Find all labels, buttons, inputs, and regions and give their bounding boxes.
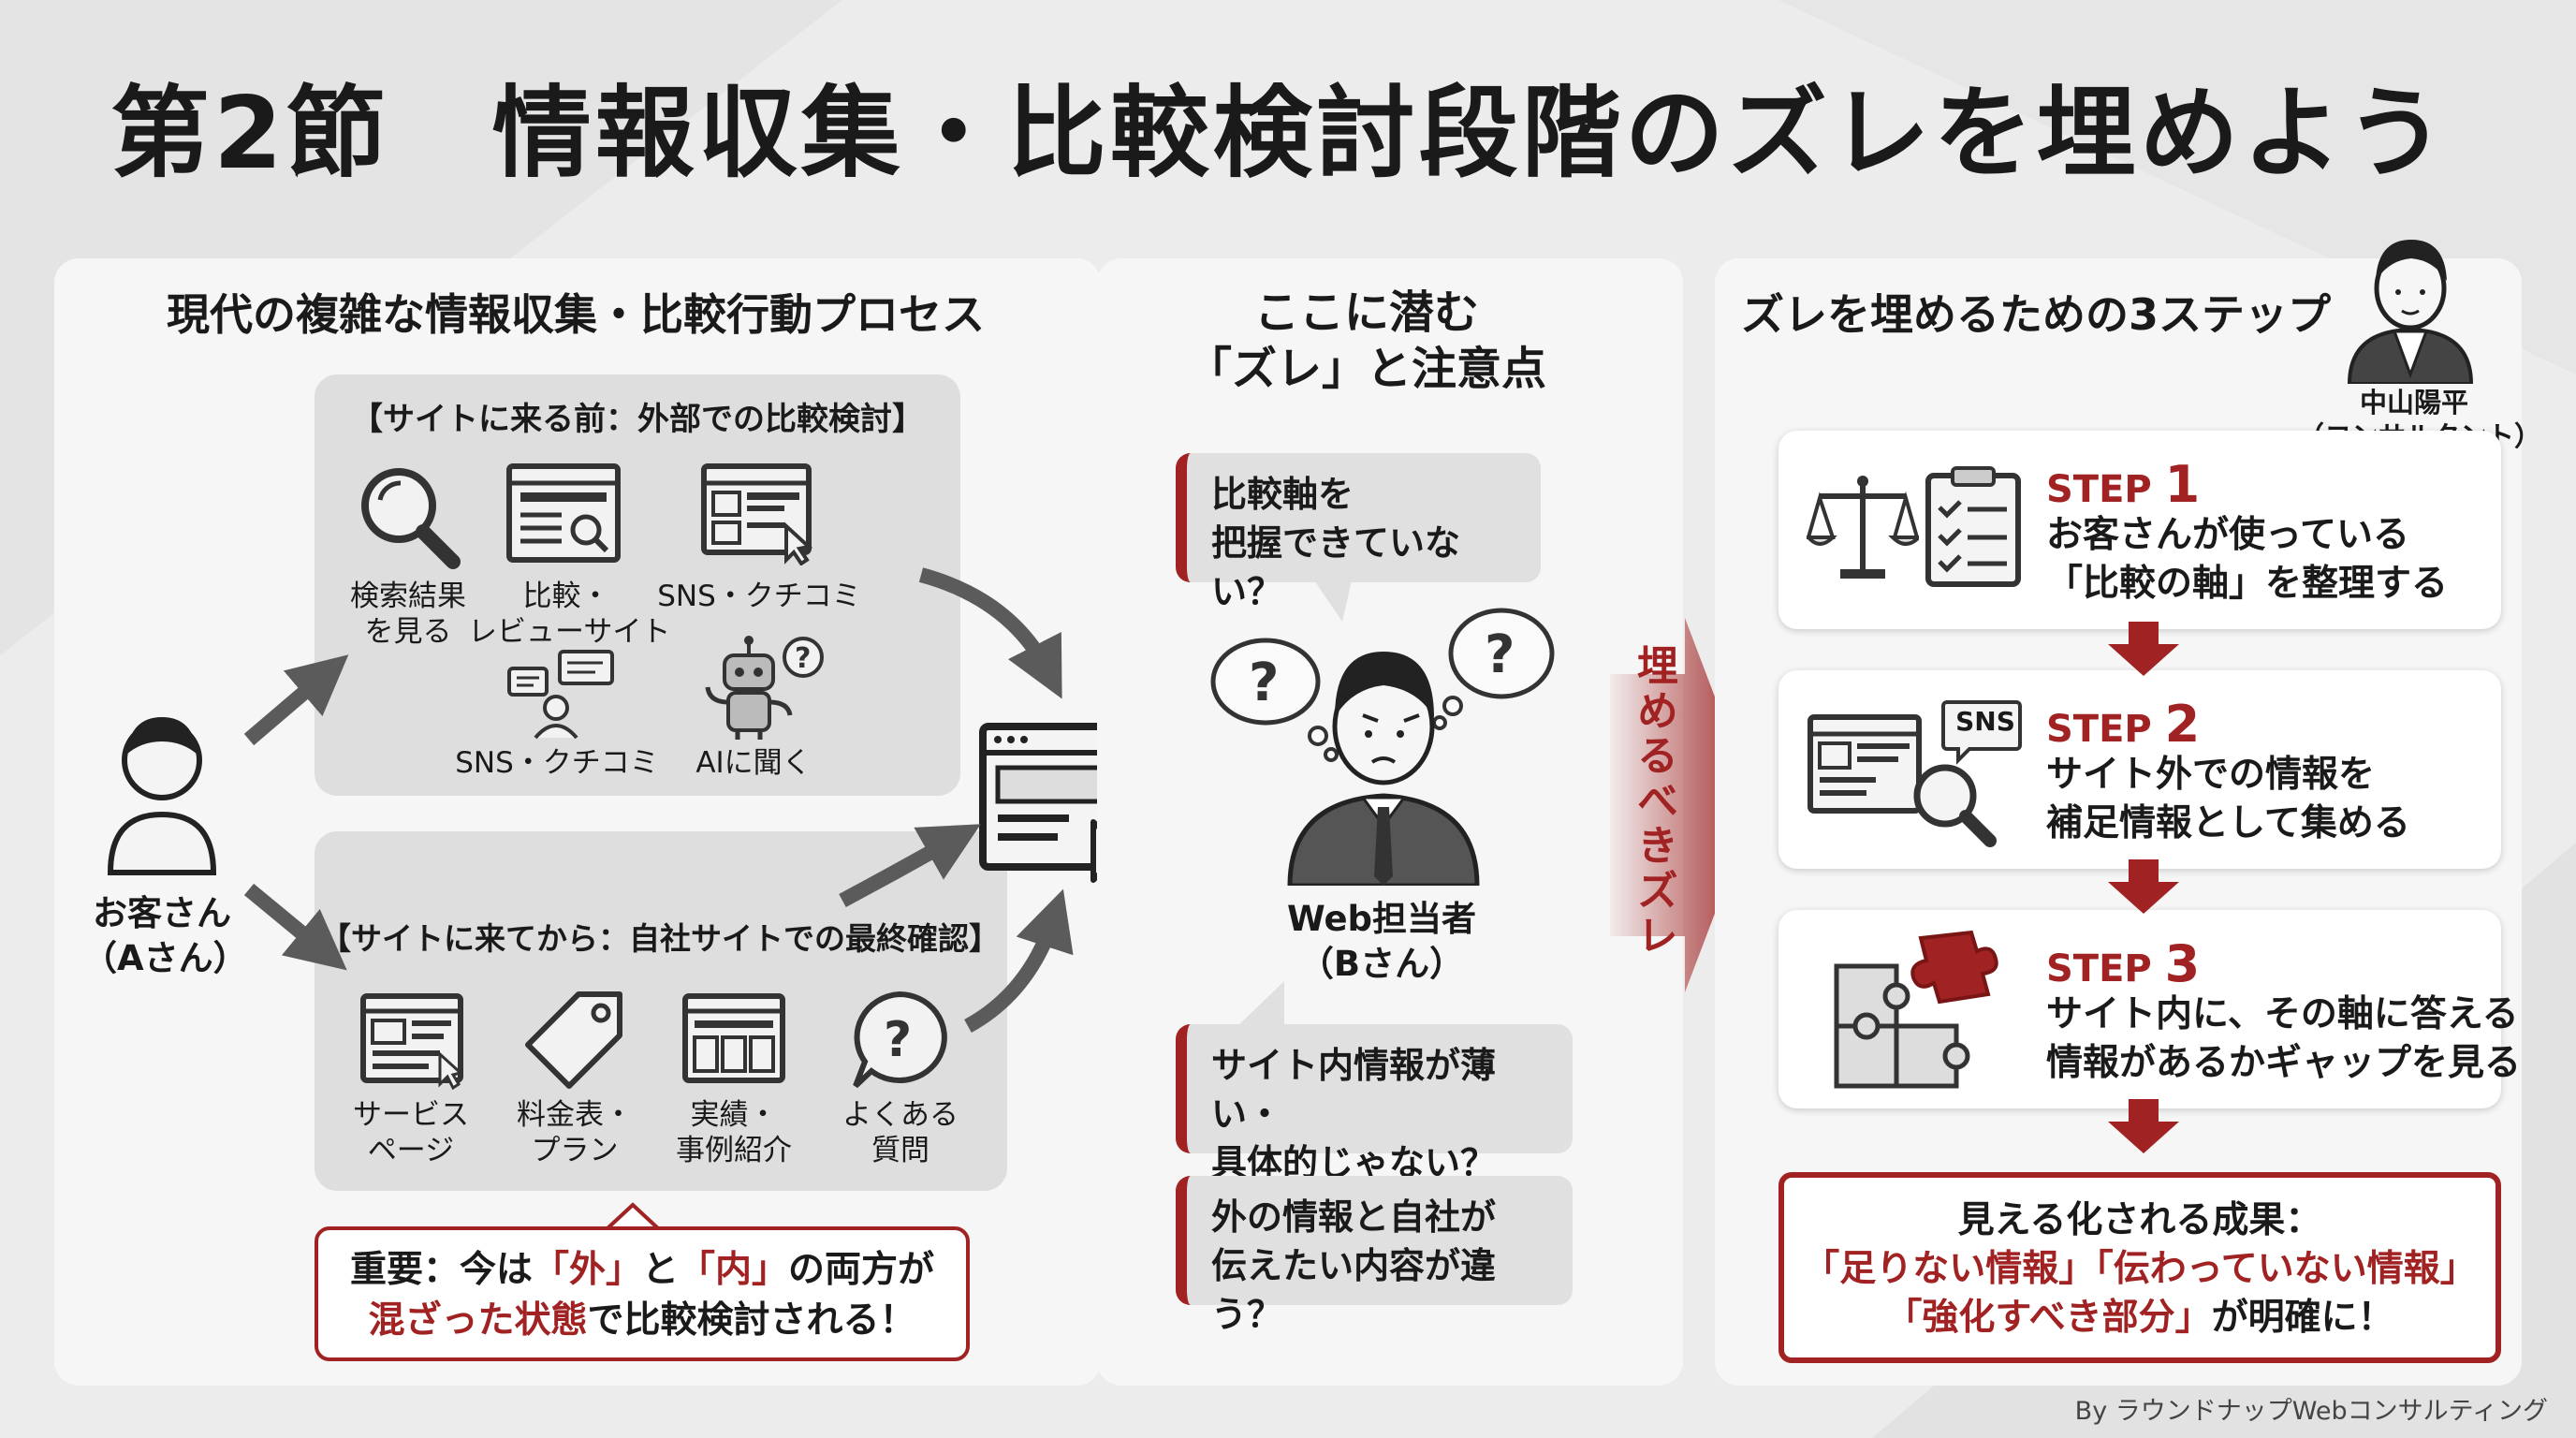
item-review-site: 比較・レビューサイト <box>468 580 671 649</box>
faq-icon: ? <box>853 990 947 1089</box>
step-3-card: STEP 3 サイト内に、その軸に答える情報があるかギャップを見る <box>1778 910 2521 1108</box>
puzzle-icon <box>1834 930 1998 1089</box>
important-note: 重要：今は「外」と「内」の両方が 混ざった状態で比較検討される！ <box>315 1226 970 1361</box>
speech-person-icon <box>507 650 614 740</box>
sns-badge: SNS <box>1955 706 2015 737</box>
item-faq: よくある質問 <box>842 1098 959 1167</box>
gap-arrow-label: 埋めるべきズレ <box>1630 644 1677 959</box>
svg-text:?: ? <box>1485 624 1515 685</box>
bubble-tail-mid <box>1237 981 1284 1026</box>
web-staff-person-icon: ? ? <box>1210 608 1555 886</box>
left-panel-title: 現代の複雑な情報収集・比較行動プロセス <box>167 289 985 340</box>
step-2-text: サイト外での情報を補足情報として集める <box>2046 754 2410 844</box>
svg-text:?: ? <box>795 642 811 675</box>
item-search-results: 検索結果を見る <box>350 580 466 649</box>
customer-label: お客さん（Aさん） <box>82 893 248 978</box>
flow-arrows <box>243 567 1074 1034</box>
service-page-icon <box>360 993 464 1090</box>
magnifier-icon <box>361 468 461 569</box>
step-1-label: STEP 1 <box>2046 455 2201 514</box>
item-service-page: サービスページ <box>353 1098 469 1167</box>
step-2-card: SNS STEP 2 サイト外での情報を補足情報として集める <box>1778 670 2501 869</box>
site-search-icon <box>1808 700 2022 847</box>
important-callout-pointer <box>605 1202 661 1230</box>
result-box: 見える化される成果： 「足りない情報」「伝わっていない情報」 「強化すべき部分」… <box>1778 1172 2501 1363</box>
right-panel-title: ズレを埋めるための3ステップ <box>1741 289 2332 340</box>
consultant-avatar <box>2347 240 2474 384</box>
gap-bubble-thin-content: サイト内情報が薄い・具体的じゃない？ <box>1176 1024 1573 1183</box>
page-title: 第2節 情報収集・比較検討段階のズレを埋めよう <box>110 76 2449 191</box>
svg-text:?: ? <box>1249 653 1279 713</box>
item-sns-reviews-2: SNS・クチコミ <box>455 746 659 780</box>
item-sns-reviews-1: SNS・クチコミ <box>657 580 861 613</box>
svg-text:?: ? <box>884 1012 912 1068</box>
bubble-tail-top <box>1314 580 1352 622</box>
step-3-label: STEP 3 <box>2046 934 2201 993</box>
after-site-header: 【サイトに来てから：自社サイトでの最終確認】 <box>320 920 1000 957</box>
review-site-icon <box>506 463 621 563</box>
item-case-study: 実績・事例紹介 <box>676 1098 792 1167</box>
robot-icon: ? <box>705 636 824 740</box>
gap-bubble-comparison-axis: 比較軸を把握できていない？ <box>1176 453 1541 612</box>
step-2-label: STEP 2 <box>2046 695 2201 754</box>
web-staff-label: Web担当者（Bさん） <box>1286 899 1477 984</box>
credit-text: By ラウンドナップWebコンサルティング <box>2074 1397 2548 1426</box>
customer-person-icon <box>107 717 217 875</box>
step-3-text: サイト内に、その軸に答える情報があるかギャップを見る <box>2046 993 2522 1084</box>
case-study-icon <box>682 993 785 1083</box>
middle-panel-title: ここに潜む 「ズレ」と注意点 <box>1186 286 1546 395</box>
gap-bubble-message-mismatch: 外の情報と自社が伝えたい内容が違う？ <box>1176 1176 1573 1335</box>
price-tag-icon <box>525 991 622 1089</box>
item-pricing: 料金表・プラン <box>517 1098 633 1167</box>
step-1-text: お客さんが使っている「比較の軸」を整理する <box>2046 514 2449 605</box>
before-site-header: 【サイトに来る前：外部での比較検討】 <box>351 401 924 438</box>
checklist-icon <box>1925 466 2021 587</box>
step-1-card: STEP 1 お客さんが使っている「比較の軸」を整理する <box>1778 431 2501 629</box>
sns-page-icon <box>701 463 813 565</box>
item-ask-ai: AIに聞く <box>695 746 812 780</box>
scale-icon <box>1807 476 1919 579</box>
before-site-box <box>315 374 960 796</box>
step-down-arrows <box>2108 622 2179 1153</box>
